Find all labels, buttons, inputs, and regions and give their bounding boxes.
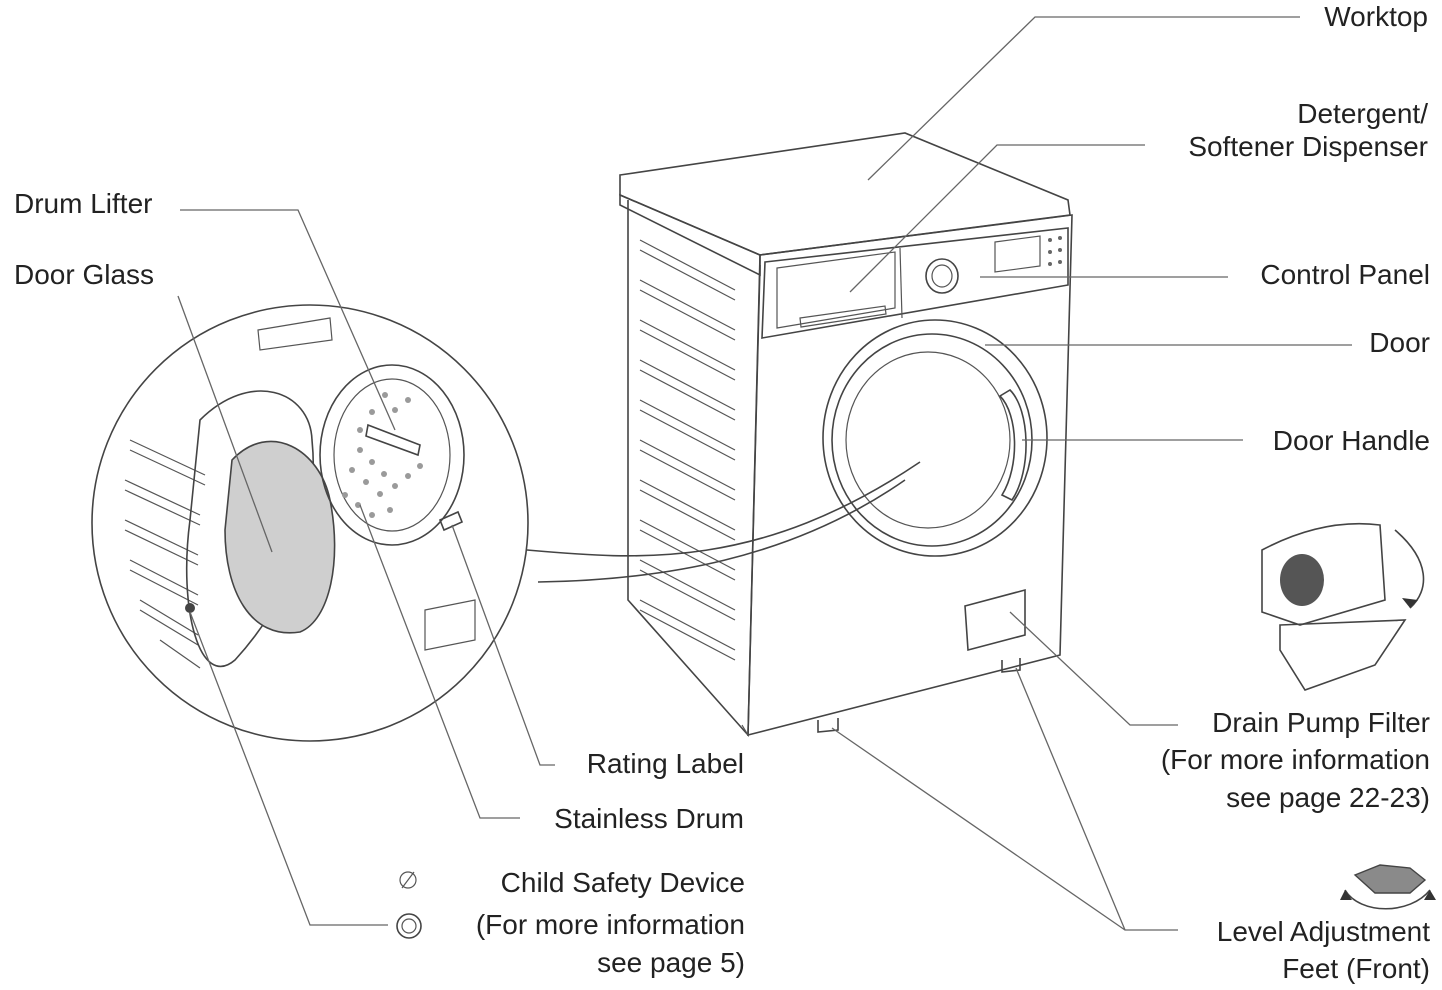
label-drain-line3: see page 22-23) [1226,782,1430,813]
label-stainless-drum: Stainless Drum [554,803,744,834]
label-dispenser-line2: Softener Dispenser [1188,131,1428,162]
label-level-line2: Feet (Front) [1282,953,1430,984]
label-drain-line2: (For more information [1160,744,1430,775]
label-door: Door [1369,327,1430,358]
label-child-line2: (For more information [475,909,745,940]
level-foot-icon [1340,864,1436,910]
label-drum-lifter: Drum Lifter [14,188,153,219]
label-worktop: Worktop [1324,1,1428,32]
drain-pump-filter-icon [1261,522,1425,691]
leader-lines [177,16,1352,931]
label-child-line3: see page 5) [597,947,745,978]
door-closeup-illustration [91,304,921,742]
label-drain-line1: Drain Pump Filter [1212,707,1430,738]
label-rating-label: Rating Label [586,748,744,779]
label-dispenser-line1: Detergent/ [1297,98,1428,129]
label-child-line1: Child Safety Device [500,867,745,898]
label-level-line1: Level Adjustment [1216,916,1430,947]
washing-machine-illustration [619,132,1073,738]
child-lock-knob-icon [396,871,422,939]
label-door-handle: Door Handle [1272,425,1430,456]
label-door-glass: Door Glass [14,259,155,290]
label-control-panel: Control Panel [1260,259,1430,290]
